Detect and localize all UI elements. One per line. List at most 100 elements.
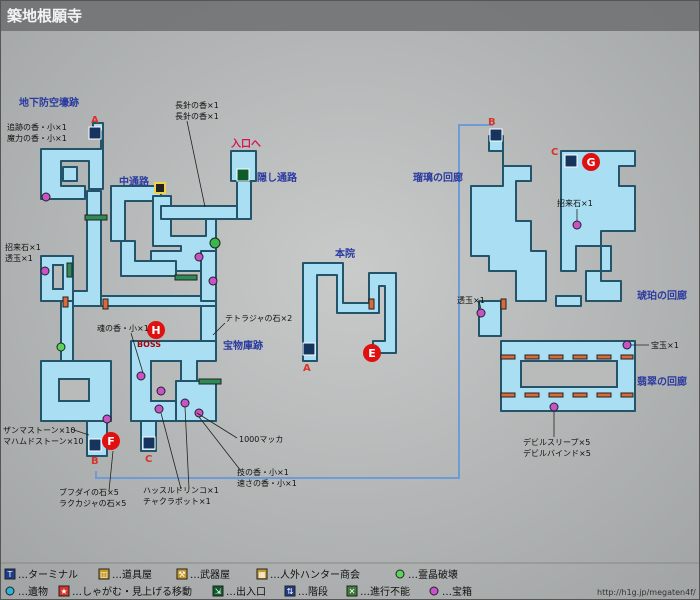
item-label: 追跡の香・小×1	[7, 122, 67, 132]
relic-icon	[5, 586, 15, 596]
left-section	[40, 122, 257, 457]
chest-icon	[156, 386, 166, 396]
crystal-icon	[395, 569, 405, 579]
item-label: 透玉×1	[457, 296, 485, 305]
area-label-ruri: 瑠璃の回廊	[413, 171, 463, 184]
legend-item: ⚒ …武器屋	[176, 568, 230, 581]
door	[368, 298, 375, 310]
legend-label: …出入口	[226, 585, 266, 598]
door	[596, 392, 612, 398]
corridor-south	[60, 300, 74, 362]
item-shop-icon	[98, 568, 110, 580]
entrance-icon	[142, 436, 156, 450]
corridor-treasury-north	[200, 305, 217, 342]
door	[524, 392, 540, 398]
entrance-icon	[212, 585, 224, 597]
item-label: 魔力の香・小×1	[7, 133, 67, 143]
legend-item: ⇅ …階段	[284, 585, 328, 598]
door	[524, 354, 540, 360]
item-label: ブフダイの石×5	[59, 487, 119, 497]
legend-label: …階段	[298, 585, 328, 598]
legend-label: …霊晶破壊	[408, 568, 458, 581]
area-label-treasury: 宝物庫跡	[223, 339, 263, 352]
star-icon	[209, 237, 221, 249]
door	[198, 378, 222, 385]
area-label-main-hall: 本院	[335, 247, 355, 260]
hunter-shop-icon	[256, 568, 268, 580]
star-icon	[58, 585, 70, 597]
entrance-icon-glyph: ⇲	[215, 587, 222, 596]
hunter-shop-icon	[154, 182, 166, 194]
room-mid-loop	[120, 240, 177, 277]
item-label: デビルバインド×5	[523, 448, 591, 458]
warp-link-line	[95, 124, 493, 479]
entrance-icon	[88, 438, 102, 452]
item-label: 速さの香・小×1	[237, 478, 297, 488]
marker-g-circle	[582, 153, 600, 171]
blocked-icon-glyph: ✕	[349, 587, 356, 596]
room-ruri-corridor	[470, 135, 547, 302]
marker-c-east: C	[551, 147, 558, 158]
entrance-icon	[564, 154, 578, 168]
marker-c-west: C	[145, 454, 152, 465]
terminal-icon-glyph: T	[7, 570, 13, 579]
door	[620, 354, 634, 360]
chest-icon	[180, 398, 190, 408]
door	[548, 354, 564, 360]
legend-item: …宝箱	[429, 585, 472, 598]
legend-label: …進行不能	[360, 585, 410, 598]
exit-icon	[236, 168, 250, 182]
door	[66, 262, 73, 278]
chest-icon	[549, 402, 559, 412]
legend-row-2: …遺物★…しゃがむ・見上げる移動⇲…出入口⇅…階段✕…進行不能…宝箱	[5, 585, 472, 598]
chest-icon	[572, 220, 582, 230]
door	[572, 392, 588, 398]
marker-g: G	[586, 156, 595, 169]
item-label: 透玉×1	[5, 254, 33, 263]
map-icon-group	[88, 126, 578, 452]
chest-icon	[208, 276, 218, 286]
marker-e-circle	[363, 344, 381, 362]
pillar	[62, 166, 78, 182]
door	[174, 274, 198, 281]
legend-item: T…ターミナル	[4, 568, 78, 581]
legend-label: …宝箱	[442, 585, 472, 598]
door-group	[62, 214, 634, 398]
chest-icon	[102, 414, 112, 424]
entrance-icon	[302, 342, 316, 356]
item-label: チャクラポット×1	[143, 497, 211, 506]
stairs-icon	[284, 585, 296, 597]
door	[572, 354, 588, 360]
page-title: 築地根願寺	[6, 7, 82, 25]
weapon-shop-icon-glyph: ⚒	[178, 570, 185, 579]
legend-label: …武器屋	[190, 568, 230, 581]
door	[62, 296, 69, 308]
marker-b-east: B	[488, 117, 496, 128]
item-label: ハッスルドリンコ×1	[143, 486, 219, 495]
leader-lines	[70, 120, 649, 492]
item-label: 招来石×1	[5, 242, 41, 252]
area-label-group: 地下防空壕跡 中通路 隠し通路 本院 宝物庫跡 瑠璃の回廊 琥珀の回廊 翡翠の回…	[19, 96, 687, 388]
door	[500, 392, 516, 398]
chest-group	[40, 192, 632, 424]
door	[102, 298, 109, 310]
entrance-icon	[489, 128, 503, 142]
stairs-icon-glyph: ⇅	[287, 587, 294, 596]
item-label: ラクカジャの石×5	[59, 499, 126, 508]
item-label: 魂の香・小×1	[97, 323, 149, 333]
entrance-icon	[88, 126, 102, 140]
legend-item: ✕ …進行不能	[346, 585, 410, 598]
door	[84, 214, 108, 221]
item-label: マハムドストーン×10	[3, 437, 83, 446]
marker-e: E	[368, 347, 376, 360]
room-kohaku	[560, 150, 636, 302]
title-band	[1, 1, 699, 31]
area-label-hidden-passage: 隠し通路	[257, 171, 298, 184]
legend-label: …道具屋	[112, 568, 152, 581]
item-label-group: 追跡の香・小×1 魔力の香・小×1 長針の香×1 長針の香×1 招来石×1 透玉…	[3, 100, 679, 508]
hunter-shop-icon-glyph: ▦	[258, 570, 266, 579]
exit-label: 入口へ	[231, 138, 261, 150]
blocked-icon	[346, 585, 358, 597]
area-label-hisui: 翡翠の回廊	[637, 375, 687, 388]
